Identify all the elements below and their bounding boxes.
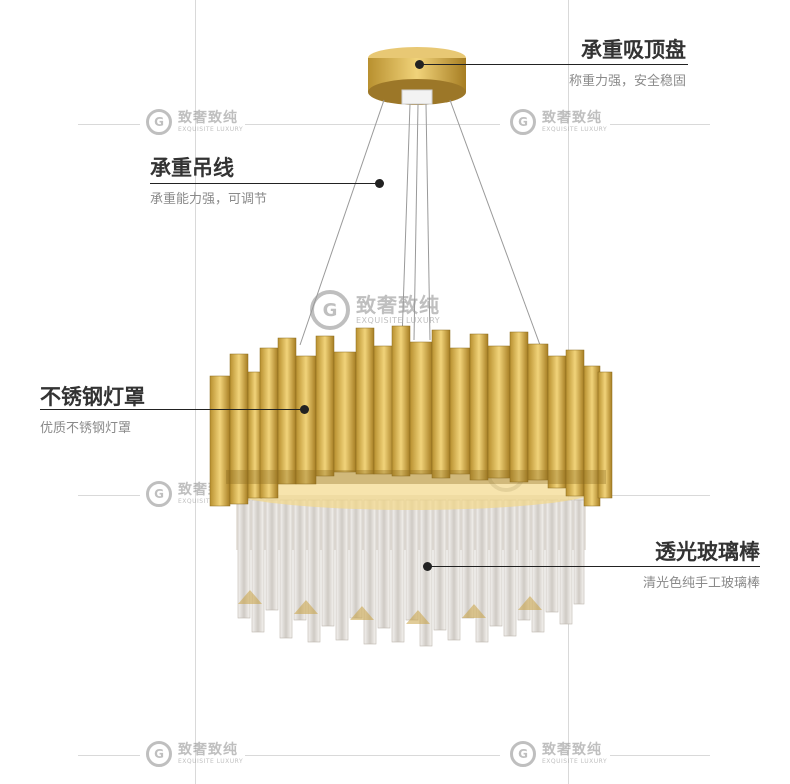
crystal-rods xyxy=(236,495,586,647)
callout-title: 透光玻璃棒 xyxy=(655,540,760,564)
brand-logo-icon: G xyxy=(510,109,536,135)
grid-line-horizontal xyxy=(78,124,140,125)
callout-subtitle: 优质不锈钢灯罩 xyxy=(40,421,132,436)
callout-title: 不锈钢灯罩 xyxy=(40,385,145,409)
callout-subtitle: 称重力强，安全稳固 xyxy=(568,74,686,89)
watermark-en: EXQUISITE LUXURY xyxy=(178,758,244,765)
brand-logo-icon: G xyxy=(146,741,172,767)
callout-pointer-dot xyxy=(375,179,384,188)
grid-line-horizontal xyxy=(78,495,140,496)
watermark-en: EXQUISITE LUXURY xyxy=(542,758,608,765)
watermark-cn: 致奢致纯 xyxy=(178,742,238,758)
suspension-wires xyxy=(299,99,541,346)
callout-pointer-dot xyxy=(423,562,432,571)
watermark-en: EXQUISITE LUXURY xyxy=(356,316,441,325)
brand-logo-icon: G xyxy=(510,741,536,767)
callout-ceiling-plate: 承重吸顶盘 称重力强，安全稳固 xyxy=(569,34,686,89)
steel-shade xyxy=(209,325,613,507)
callout-title: 承重吊线 xyxy=(150,156,234,180)
callout-crystal-rods: 透光玻璃棒 清光色纯手工玻璃棒 xyxy=(643,536,760,591)
grid-line-horizontal xyxy=(78,755,140,756)
grid-line-horizontal xyxy=(610,755,710,756)
callout-leader-line xyxy=(150,183,380,184)
watermark-cn: 致奢致纯 xyxy=(542,742,602,758)
watermark-cn: 致奢致纯 xyxy=(178,110,238,126)
callout-subtitle: 清光色纯手工玻璃棒 xyxy=(642,576,760,591)
ceiling-canopy xyxy=(368,47,466,105)
watermark-cn: 致奢致纯 xyxy=(356,293,440,317)
callout-subtitle: 承重能力强，可调节 xyxy=(150,192,268,207)
callout-suspension-wire: 承重吊线 承重能力强，可调节 xyxy=(150,152,267,207)
grid-line-horizontal xyxy=(245,755,500,756)
grid-line-vertical xyxy=(195,0,196,784)
callout-steel-shade: 不锈钢灯罩 优质不锈钢灯罩 xyxy=(40,381,145,436)
callout-pointer-dot xyxy=(415,60,424,69)
watermark-en: EXQUISITE LUXURY xyxy=(542,126,608,133)
brand-logo-icon: G xyxy=(146,481,172,507)
callout-leader-line xyxy=(428,566,760,567)
callout-leader-line xyxy=(420,64,688,65)
watermark-en: EXQUISITE LUXURY xyxy=(178,126,244,133)
grid-line-horizontal xyxy=(610,124,710,125)
brand-logo-icon: G xyxy=(146,109,172,135)
watermark-cn: 致奢致纯 xyxy=(542,110,602,126)
callout-pointer-dot xyxy=(300,405,309,414)
callout-leader-line xyxy=(40,409,306,410)
callout-title: 承重吸顶盘 xyxy=(581,38,686,62)
grid-line-horizontal xyxy=(245,124,500,125)
grid-line-horizontal xyxy=(610,495,710,496)
